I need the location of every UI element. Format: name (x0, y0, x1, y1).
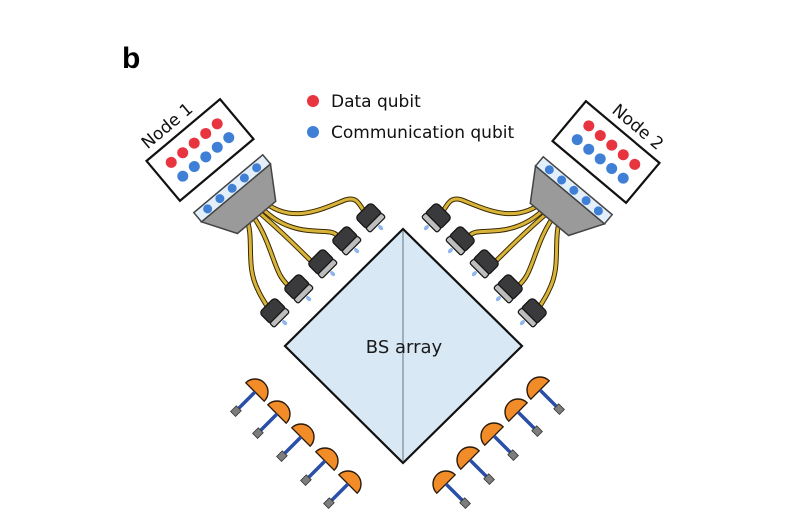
detector (497, 391, 551, 445)
node2-communication-qubits (571, 134, 629, 184)
collimator (330, 224, 368, 262)
communication-qubit-legend-marker (307, 126, 319, 138)
collimator (487, 272, 525, 310)
communication-qubit (200, 151, 212, 163)
communication-qubit (211, 141, 223, 153)
legend-data-qubit: Data qubit (331, 92, 421, 112)
communication-qubit (617, 172, 629, 184)
node-1: Node 1 (138, 97, 277, 235)
detector (268, 416, 322, 470)
communication-qubit (594, 153, 606, 165)
data-qubit (165, 156, 177, 168)
node2-fiber-coupler (529, 155, 614, 237)
collimator (306, 247, 344, 285)
detector (449, 439, 503, 493)
collimator (282, 272, 320, 310)
data-qubit-legend-marker (307, 95, 319, 107)
detector (519, 369, 573, 423)
data-qubit (606, 139, 618, 151)
data-qubit (200, 127, 212, 139)
collimator (463, 247, 501, 285)
node1-data-qubits (165, 118, 223, 168)
detector (473, 415, 527, 469)
node1-fiber-coupler (192, 153, 277, 235)
data-qubit (617, 149, 629, 161)
data-qubit (594, 129, 606, 141)
data-qubit (177, 147, 189, 159)
communication-qubit (177, 170, 189, 182)
bs-array: BS array (283, 227, 524, 465)
detector (425, 463, 479, 517)
bs-array-label: BS array (366, 337, 443, 358)
communication-qubit (223, 132, 235, 144)
node1-communication-qubits (177, 132, 235, 182)
legend-communication-qubit: Communication qubit (331, 123, 514, 143)
data-qubit (629, 158, 641, 170)
node1-trap-box (144, 97, 256, 203)
communication-qubit (571, 134, 583, 146)
communication-qubit (606, 163, 618, 175)
detector (222, 371, 276, 425)
detector (292, 440, 346, 494)
data-qubit (188, 137, 200, 149)
node2-trap-box (550, 99, 662, 205)
communication-qubit (188, 161, 200, 173)
node-2: Node 2 (529, 99, 667, 237)
legend: Data qubit Communication qubit (307, 92, 514, 143)
panel-label: b (122, 42, 140, 75)
node2-data-qubits (583, 120, 641, 170)
collimator (439, 224, 477, 262)
data-qubit (583, 120, 595, 132)
communication-qubit (583, 143, 595, 155)
detector (315, 463, 369, 517)
data-qubit (211, 118, 223, 130)
detector (244, 393, 298, 447)
